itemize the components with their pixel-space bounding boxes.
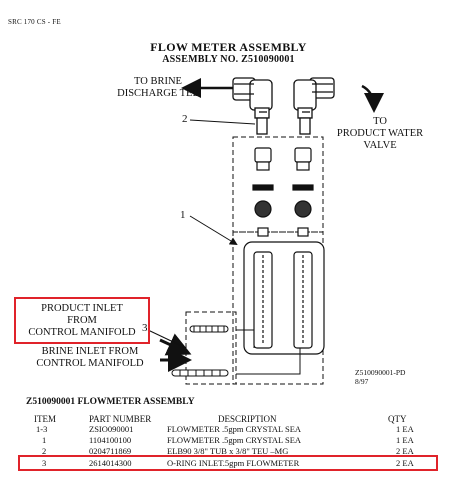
cell-qty: 1 EA [396,424,414,434]
cell-item: 1 [42,435,47,445]
parts-table-title: Z510090001 FLOWMETER ASSEMBLY [26,397,195,407]
callout-2: 2 [182,113,188,125]
cell-item: 1-3 [36,424,48,434]
table-row: 1 1104100100 FLOWMETER .5gpm CRYSTAL SEA… [0,435,457,446]
product-valve-arrow [361,84,384,113]
cell-part-number: ZSIO090001 [89,424,134,434]
right-elbow-fitting [293,77,335,135]
assembly-number: ASSEMBLY NO. Z510090001 [162,54,295,65]
fittings-stack [252,147,314,237]
label-brine-inlet: BRINE INLET FROM CONTROL MANIFOLD [36,346,144,369]
label-to-product-water-valve: TO PRODUCT WATER VALVE [336,116,424,151]
revision-label: Z510090001-PD 8/97 [355,368,406,386]
cell-description: FLOWMETER .5gpm CRYSTAL SEA [167,435,302,445]
header-qty: QTY [388,414,407,424]
cell-part-number: 0204711869 [89,446,132,456]
callout-3: 3 [142,322,148,334]
callout-1: 1 [180,209,186,221]
table-row: 2 0204711869 ELB90 3/8" TUB x 3/8" TEU –… [0,446,457,457]
cell-description: ELB90 3/8" TUB x 3/8" TEU –MG [167,446,289,456]
cell-item: 2 [42,446,47,456]
cell-part-number: 1104100100 [89,435,132,445]
flowmeter-bodies [243,241,325,355]
document-id: SRC 170 CS - FE [8,18,61,26]
cell-qty: 2 EA [396,458,414,468]
cell-part-number: 2614014300 [89,458,132,468]
cell-description: FLOWMETER .5gpm CRYSTAL SEA [167,424,302,434]
header-part-number: PART NUMBER [89,414,152,424]
product-inlet-highlight [14,297,150,344]
header-item: ITEM [34,414,56,424]
label-product-inlet: PRODUCT INLET FROM CONTROL MANIFOLD [28,303,136,338]
label-to-brine-discharge-tee: TO BRINE DISCHARGE TEE [117,76,199,99]
cell-description: O-RING INLET.5gpm FLOWMETER [167,458,300,468]
page-title: FLOW METER ASSEMBLY [150,40,307,54]
header-description: DESCRIPTION [218,414,277,424]
o-ring-row-highlight [18,455,438,471]
table-row: 1-3 ZSIO090001 FLOWMETER .5gpm CRYSTAL S… [0,424,457,435]
cell-qty: 2 EA [396,446,414,456]
table-row-highlighted: 3 2614014300 O-RING INLET.5gpm FLOWMETER… [0,458,457,469]
cell-item: 3 [42,458,47,468]
cell-qty: 1 EA [396,435,414,445]
left-elbow-fitting [232,77,273,135]
